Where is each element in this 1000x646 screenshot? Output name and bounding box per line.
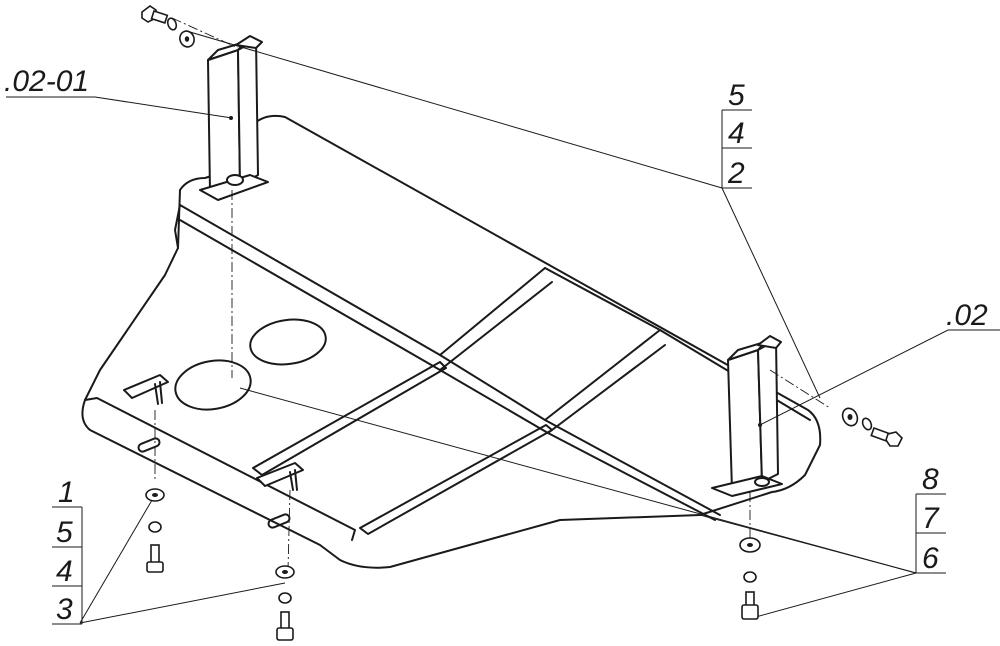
clip-left bbox=[123, 374, 169, 405]
label-part-02-01: .02-01 bbox=[4, 65, 89, 98]
hardware-bottom-left-a bbox=[145, 488, 165, 573]
label-upper-2: 2 bbox=[727, 157, 745, 190]
label-stack-lower-left: 1 5 4 3 bbox=[52, 476, 83, 626]
label-lower-4: 4 bbox=[56, 555, 73, 588]
bracket-right bbox=[711, 335, 783, 497]
hardware-top bbox=[141, 5, 195, 48]
label-stack-upper-right: 5 4 2 bbox=[721, 79, 752, 190]
label-lower-6: 6 bbox=[922, 542, 939, 575]
label-lower-1: 1 bbox=[58, 476, 75, 509]
axis-lines bbox=[154, 17, 831, 571]
label-lower-5: 5 bbox=[56, 516, 73, 549]
bracket-left bbox=[199, 35, 269, 201]
label-upper-5: 5 bbox=[728, 79, 745, 112]
hardware-bottom-right bbox=[739, 537, 761, 620]
label-lower-3: 3 bbox=[56, 593, 73, 626]
label-upper-4: 4 bbox=[728, 117, 745, 150]
skid-plate bbox=[81, 114, 822, 569]
hardware-right bbox=[841, 407, 903, 447]
label-lower-7: 7 bbox=[922, 502, 940, 535]
label-lower-8: 8 bbox=[922, 463, 939, 496]
clip-right bbox=[256, 462, 304, 491]
hardware-bottom-left-b bbox=[275, 565, 295, 641]
label-stack-lower-right: 8 7 6 bbox=[915, 463, 946, 575]
label-part-02: .02 bbox=[946, 299, 988, 332]
leader-lines bbox=[6, 31, 1000, 624]
